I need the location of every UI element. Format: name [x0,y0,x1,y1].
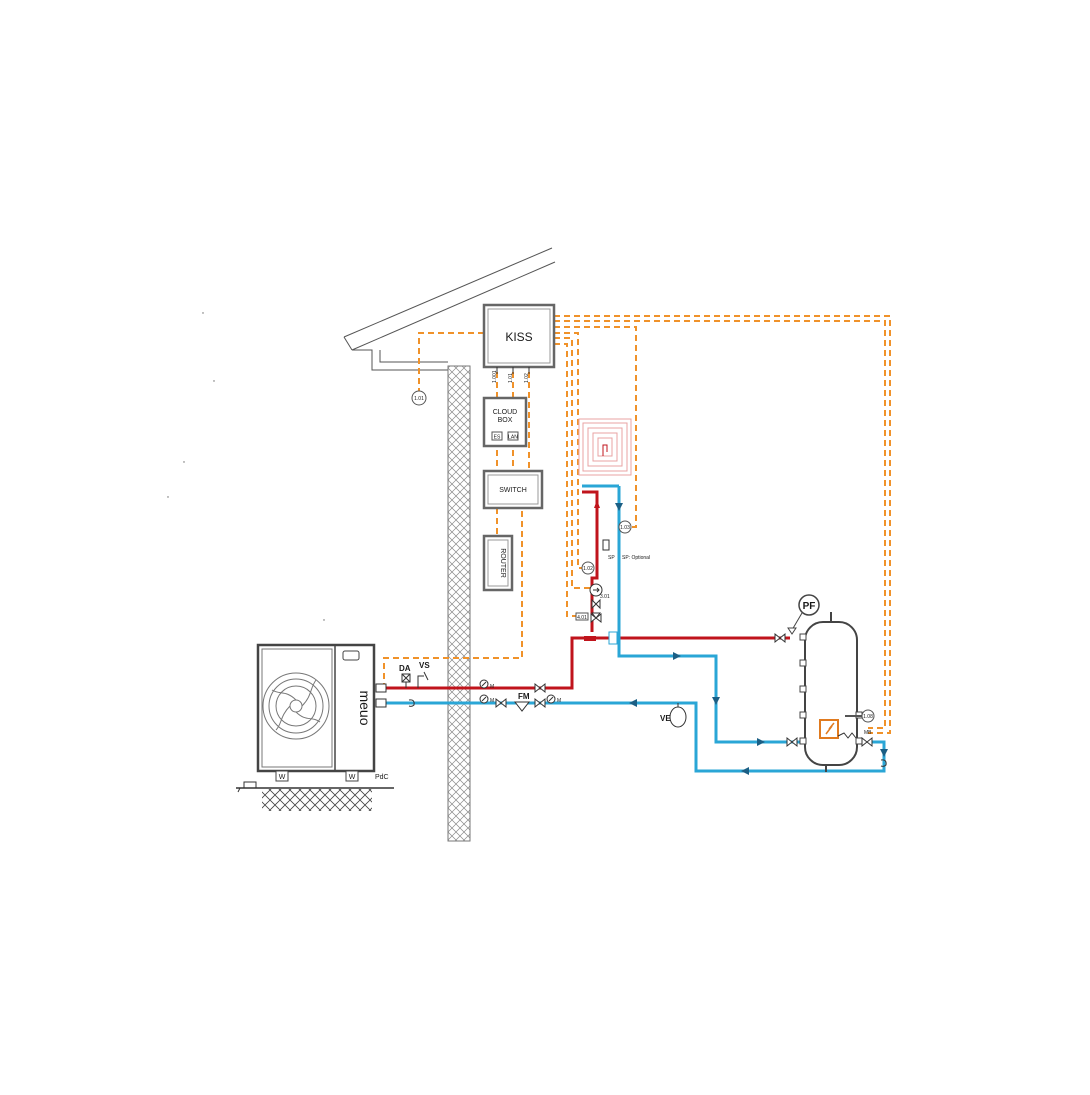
sensor-1.03: 1.03 [618,520,632,534]
cloud-box-label-1: CLOUD [493,409,518,416]
valve-icon-4 [534,697,546,709]
flow-arrow-icon [741,767,749,775]
heat-pump-brand: meuo [357,690,373,725]
vs-label: VS [419,661,430,670]
sp-label: SP [608,555,615,561]
sp-probe-icon [602,539,610,551]
sensor-1.02: 1.02 [581,561,595,575]
network-switch: SWITCH [482,469,544,510]
valve-icon-2 [774,632,786,644]
pdc-label: PdC [375,774,389,781]
flow-arrow-icon [673,652,681,660]
mixing-group: SP SP: Optional [584,539,650,645]
switch-label: SWITCH [499,487,527,494]
expansion-vessel [669,703,687,728]
mb-valve: MB [861,730,873,748]
pump-icon-small [408,699,415,707]
background-specks [167,312,325,621]
sensor-108-label: 1.08 [863,714,873,720]
m-label-1: M [490,684,494,690]
valve-icon-3 [495,697,507,709]
valve-icon-5 [786,736,798,748]
foot-label-left: W [279,774,286,781]
port-label-2: 1.01 [508,373,514,383]
cold-junction-icon [608,631,618,645]
router-label: ROUTER [499,548,506,578]
sensor-1.01: 1.01 [411,390,427,406]
sensor-102-label: 1.02 [583,566,593,572]
kiss-controller: KISS 1.001 1.01 1.02 [482,303,556,383]
small-valve-icon [591,598,601,610]
ground-hatch [262,789,372,811]
gauge-icon-2 [479,694,489,704]
pump-group-icon [589,583,603,597]
flow-arrow-icon [712,697,720,705]
signal-wiring [383,315,891,734]
heat-pump-unit: meuo W W PdC [236,643,394,811]
roof [343,247,556,371]
cold-line-components: M FM M VE [408,692,887,767]
sp-optional-label: SP: Optional [622,555,650,561]
cloud-box: CLOUD BOX ES LAN [482,396,528,448]
cold-water-pipes [385,484,886,773]
hot-line-components: DA VS M [399,632,786,694]
three-way-valve-icon [590,612,602,624]
m-label-2: M [490,698,494,704]
gauge-icon-1 [479,679,489,689]
sensor-301-label: 3.01 [600,594,610,600]
pf-sensor: PF [787,594,820,635]
da-label: DA [399,664,411,673]
m-label-3: M [557,698,561,704]
fan-icon [262,672,330,740]
valve-icon-1 [534,682,546,694]
storage-tank [799,612,868,772]
mb-label: MB [864,730,872,736]
cloud-box-label-2: BOX [498,417,513,424]
gauge-icon-3 [546,694,556,704]
port-label-1: 1.001 [492,370,498,383]
sensor-4.01: 4.01 [575,612,589,621]
fm-label: FM [518,692,530,701]
heat-pump-badge-icon [342,650,360,661]
pump-connections [375,683,387,708]
hot-arrow [594,500,600,508]
flow-arrow-icon [629,699,637,707]
controller-ports: 1.001 1.01 1.02 [492,367,530,383]
kiss-label: KISS [505,330,532,344]
ve-label: VE [660,714,671,723]
electric-heater-icon [819,719,857,739]
router: ROUTER [482,534,514,592]
pf-label: PF [803,601,816,612]
cloud-port-lan: LAN [508,435,518,441]
filter-icon [513,701,531,712]
sensor-401-label: 4.01 [577,615,587,621]
flow-arrows [615,503,888,775]
hot-junction-icon [584,636,596,641]
cloud-port-es: ES [494,435,501,441]
flow-arrow-icon [615,503,623,511]
safety-valve-icon [417,671,429,688]
flow-arrow-icon [757,738,765,746]
sensor-101-label: 1.01 [414,396,424,402]
flow-arrow-icon [880,749,888,757]
sensor-1.08: 1.08 [861,709,875,723]
port-label-3: 1.02 [524,373,530,383]
sensor-103-label: 1.03 [620,525,630,531]
house-wall [447,365,471,842]
floor-heating-coil [578,418,632,476]
pump-icon-tank [880,759,887,767]
foot-label-right: W [349,774,356,781]
